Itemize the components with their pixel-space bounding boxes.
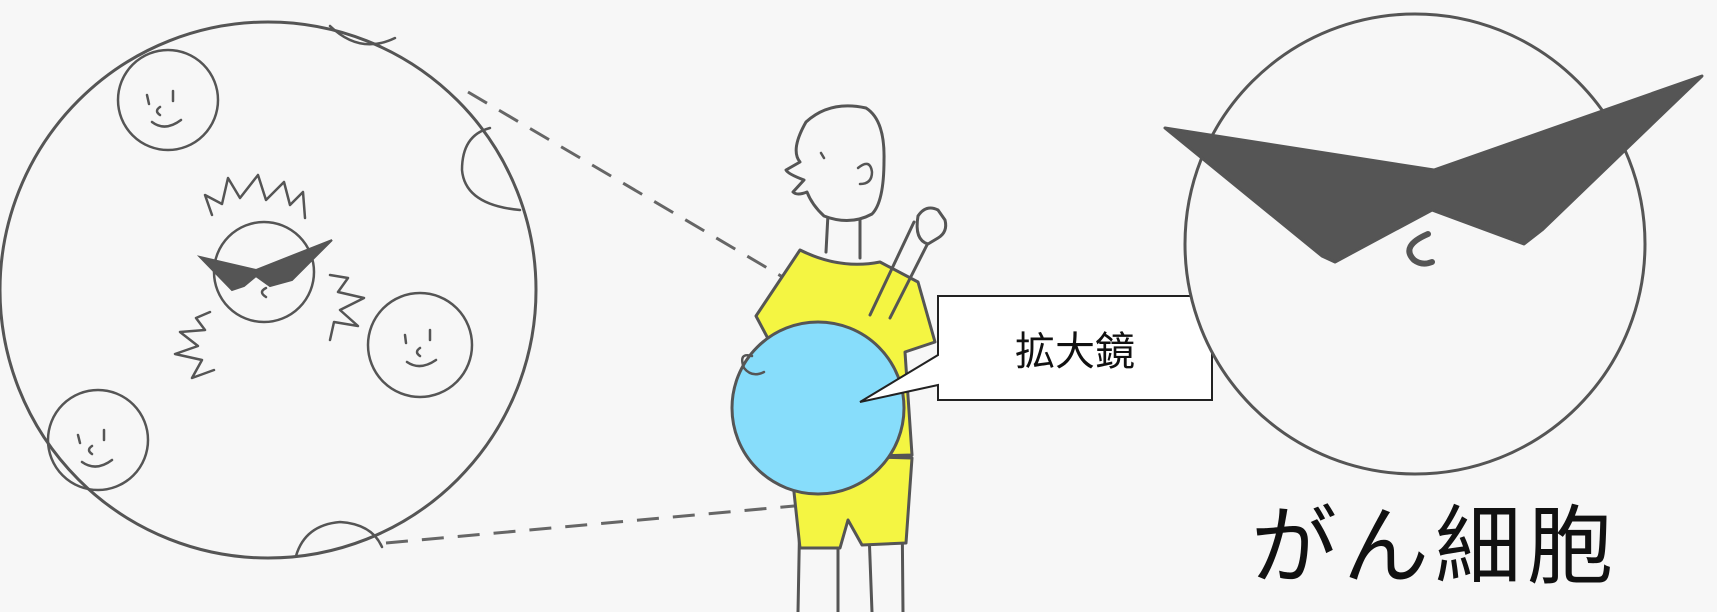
edge-cell-top — [328, 24, 397, 46]
person-legs — [796, 498, 905, 612]
normal-cell-2 — [366, 291, 474, 399]
smiling-cell-icon — [116, 48, 220, 152]
person-neck — [824, 212, 862, 260]
person-ear — [856, 162, 874, 186]
sunglasses-icon — [196, 239, 333, 292]
magnified-view — [0, 20, 538, 560]
cancer-cell — [173, 173, 366, 380]
spikes-top — [203, 173, 307, 220]
smiling-cell-icon — [366, 291, 474, 399]
smiling-cell-icon — [46, 388, 150, 492]
magnifier-handle — [868, 220, 934, 320]
cancer-cell-caption: がん細胞 — [1251, 496, 1619, 597]
person-lower-hand — [741, 354, 766, 376]
closeup-sunglasses-icon — [1163, 74, 1704, 264]
cell-face — [403, 328, 438, 368]
magnified-circle — [0, 20, 538, 560]
cancer-cell-mouth — [260, 286, 268, 299]
normal-cell-1 — [116, 48, 220, 152]
person-hand — [915, 206, 948, 246]
cell-face — [76, 428, 114, 468]
person — [730, 104, 948, 612]
closeup-cell-mouth — [1406, 231, 1435, 267]
edge-cell-right — [460, 126, 522, 212]
cell-face — [145, 89, 183, 128]
edge-cell-bottom — [294, 520, 384, 558]
normal-cell-3 — [46, 388, 150, 492]
person-head — [784, 104, 886, 222]
projection-line-bottom — [385, 503, 806, 545]
person-eye — [819, 151, 826, 160]
magnifying-glass-icon — [730, 320, 906, 496]
spikes-right — [328, 273, 366, 342]
spikes-left — [173, 310, 216, 380]
cancer-cell-closeup — [1163, 12, 1704, 476]
magnifier-callout-label: 拡大鏡 — [1015, 329, 1135, 375]
